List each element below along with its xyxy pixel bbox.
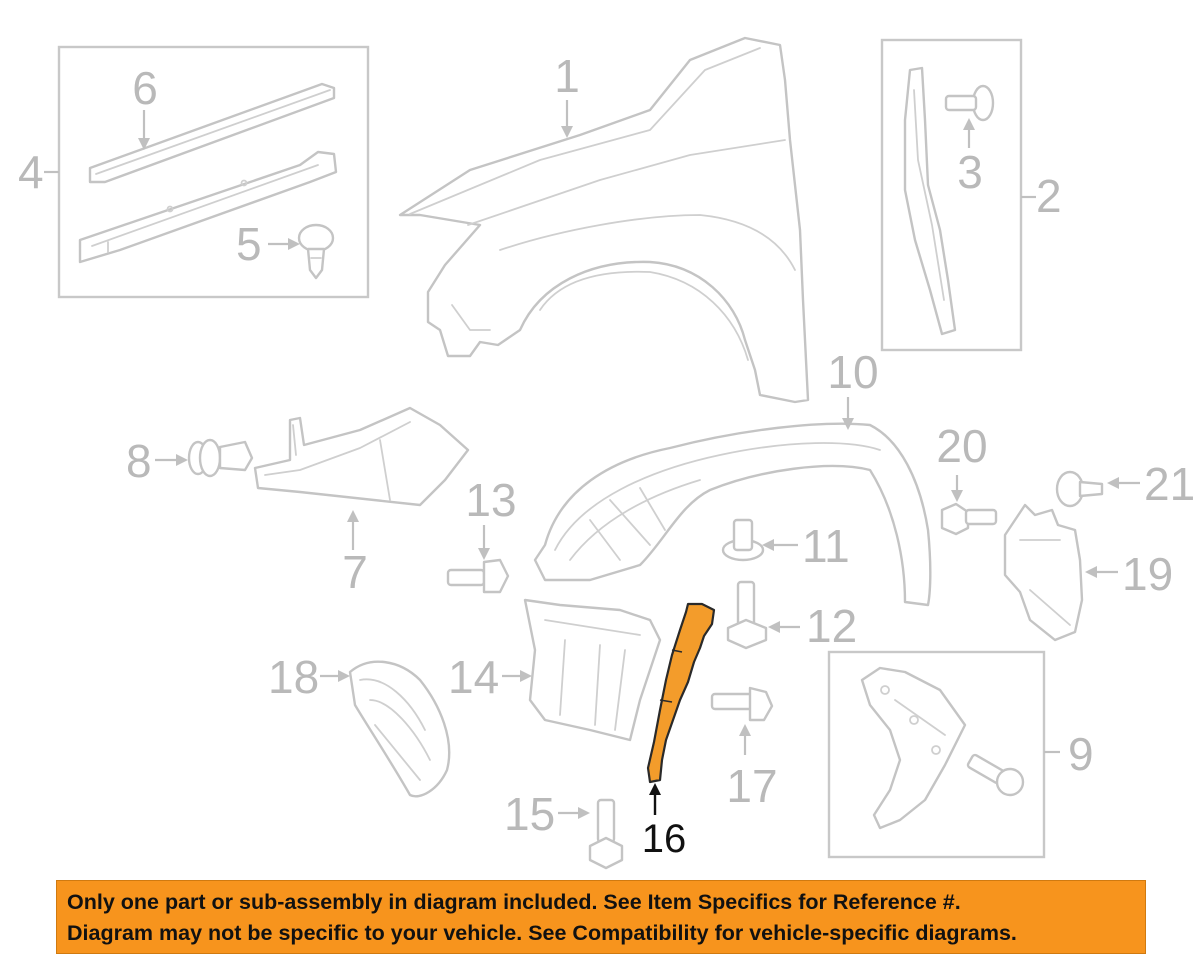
part-16-bracket-highlighted — [646, 602, 716, 784]
callout-3: 3 — [957, 146, 983, 198]
disclaimer-banner: Only one part or sub-assembly in diagram… — [56, 880, 1146, 954]
callout-17: 17 — [726, 760, 777, 812]
callout-8: 8 — [126, 435, 152, 487]
callout-14: 14 — [448, 651, 499, 703]
part-6-rail — [88, 82, 336, 184]
part-17-bolt — [710, 686, 774, 722]
callout-5: 5 — [236, 218, 262, 270]
part-4-rail — [78, 150, 338, 264]
callout-11: 11 — [802, 520, 850, 572]
part-20-bolt — [940, 502, 998, 536]
part-18-shield — [348, 660, 451, 798]
part-3-bolt — [944, 84, 995, 122]
part-7-shield — [253, 406, 470, 507]
callout-1: 1 — [554, 50, 580, 102]
part-14-panel — [523, 598, 662, 742]
callout-16-highlighted: 16 — [642, 817, 687, 861]
part-8-clip — [187, 438, 254, 478]
callout-19: 19 — [1122, 548, 1173, 600]
part-15-bolt — [588, 798, 624, 870]
disclaimer-line-2: Diagram may not be specific to your vehi… — [67, 921, 1017, 945]
box-group-9 — [827, 650, 1046, 859]
part-11-stud — [721, 518, 765, 562]
part-2-seal — [903, 66, 957, 336]
part-9-bracket — [860, 666, 967, 830]
box-group-2 — [880, 38, 1023, 352]
callout-10: 10 — [827, 346, 878, 398]
disclaimer-line-1: Only one part or sub-assembly in diagram… — [67, 890, 961, 914]
part-21-screw — [1055, 470, 1104, 508]
callout-18: 18 — [268, 651, 319, 703]
callout-20: 20 — [936, 420, 987, 472]
callout-9: 9 — [1068, 728, 1094, 780]
callout-15: 15 — [504, 788, 555, 840]
callout-4: 4 — [18, 146, 44, 198]
callout-12: 12 — [806, 600, 857, 652]
callout-13: 13 — [465, 474, 516, 526]
callout-2: 2 — [1036, 170, 1062, 222]
part-19-bracket — [1003, 503, 1084, 642]
parts-diagram: 1 2 3 4 5 6 7 8 9 10 11 12 13 14 15 16 1… — [18, 36, 1195, 870]
part-10-liner — [533, 422, 932, 607]
callout-7: 7 — [342, 546, 368, 598]
callout-6: 6 — [132, 62, 158, 114]
part-13-bolt — [446, 558, 510, 594]
part-5-clip — [297, 223, 335, 280]
part-1-fender — [398, 36, 810, 404]
part-9-bolt — [966, 753, 1025, 797]
callout-21: 21 — [1144, 458, 1195, 510]
part-12-bolt — [726, 580, 768, 650]
